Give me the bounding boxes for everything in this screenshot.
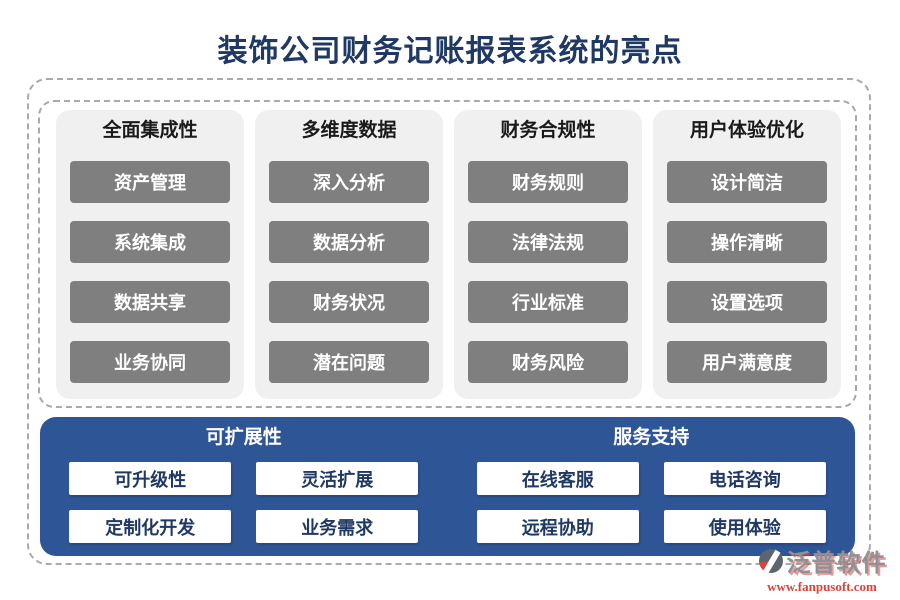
page-title: 装饰公司财务记账报表系统的亮点 xyxy=(217,35,683,68)
service-button[interactable]: 使用体验 xyxy=(663,510,826,543)
outer-dashed-frame: 全面集成性 资产管理 系统集成 数据共享 业务协同 多维度数据 深入分析 数据分… xyxy=(27,78,871,565)
section-grid: 可升级性 灵活扩展 定制化开发 业务需求 xyxy=(69,462,419,543)
feature-button[interactable]: 资产管理 xyxy=(70,161,230,203)
feature-button[interactable]: 财务状况 xyxy=(269,281,429,323)
feature-button[interactable]: 设置选项 xyxy=(667,281,827,323)
service-button[interactable]: 可升级性 xyxy=(69,462,232,495)
service-button[interactable]: 远程协助 xyxy=(476,510,639,543)
feature-column-user-experience: 用户体验优化 设计简洁 操作清晰 设置选项 用户满意度 xyxy=(653,110,841,399)
service-button[interactable]: 业务需求 xyxy=(256,510,419,543)
feature-button[interactable]: 业务协同 xyxy=(70,341,230,383)
section-header: 服务支持 xyxy=(613,427,690,448)
column-header: 用户体验优化 xyxy=(689,120,804,141)
feature-button[interactable]: 财务风险 xyxy=(468,341,628,383)
service-button[interactable]: 灵活扩展 xyxy=(256,462,419,495)
column-header: 全面集成性 xyxy=(102,120,198,141)
section-grid: 在线客服 电话咨询 远程协助 使用体验 xyxy=(476,462,826,543)
feature-button[interactable]: 潜在问题 xyxy=(269,341,429,383)
feature-button[interactable]: 数据分析 xyxy=(269,221,429,263)
service-button[interactable]: 电话咨询 xyxy=(663,462,826,495)
feature-button[interactable]: 数据共享 xyxy=(70,281,230,323)
brand-row: 泛普软件 xyxy=(758,548,887,579)
feature-columns-frame: 全面集成性 资产管理 系统集成 数据共享 业务协同 多维度数据 深入分析 数据分… xyxy=(38,100,857,408)
bottom-panel: 可扩展性 可升级性 灵活扩展 定制化开发 业务需求 服务支持 在线客服 电话咨询… xyxy=(40,417,855,556)
column-header: 多维度数据 xyxy=(301,120,397,141)
brand-name: 泛普软件 xyxy=(786,550,887,577)
feature-column-multidimensional-data: 多维度数据 深入分析 数据分析 财务状况 潜在问题 xyxy=(255,110,443,399)
feature-button[interactable]: 系统集成 xyxy=(70,221,230,263)
service-button[interactable]: 在线客服 xyxy=(476,462,639,495)
column-header: 财务合规性 xyxy=(500,120,596,141)
section-service-support: 服务支持 在线客服 电话咨询 远程协助 使用体验 xyxy=(448,417,856,556)
service-button[interactable]: 定制化开发 xyxy=(69,510,232,543)
feature-button[interactable]: 设计简洁 xyxy=(667,161,827,203)
fanpu-logo-icon xyxy=(758,548,784,579)
feature-button[interactable]: 法律法规 xyxy=(468,221,628,263)
feature-column-compliance: 财务合规性 财务规则 法律法规 行业标准 财务风险 xyxy=(454,110,642,399)
feature-column-integration: 全面集成性 资产管理 系统集成 数据共享 业务协同 xyxy=(56,110,244,399)
brand-website: www.fanpusoft.com xyxy=(767,579,877,594)
feature-button[interactable]: 深入分析 xyxy=(269,161,429,203)
section-header: 可扩展性 xyxy=(205,427,282,448)
feature-button[interactable]: 财务规则 xyxy=(468,161,628,203)
feature-button[interactable]: 行业标准 xyxy=(468,281,628,323)
section-scalability: 可扩展性 可升级性 灵活扩展 定制化开发 业务需求 xyxy=(40,417,448,556)
feature-button[interactable]: 操作清晰 xyxy=(667,221,827,263)
feature-button[interactable]: 用户满意度 xyxy=(667,341,827,383)
brand-logo: 泛普软件 www.fanpusoft.com xyxy=(752,548,892,594)
